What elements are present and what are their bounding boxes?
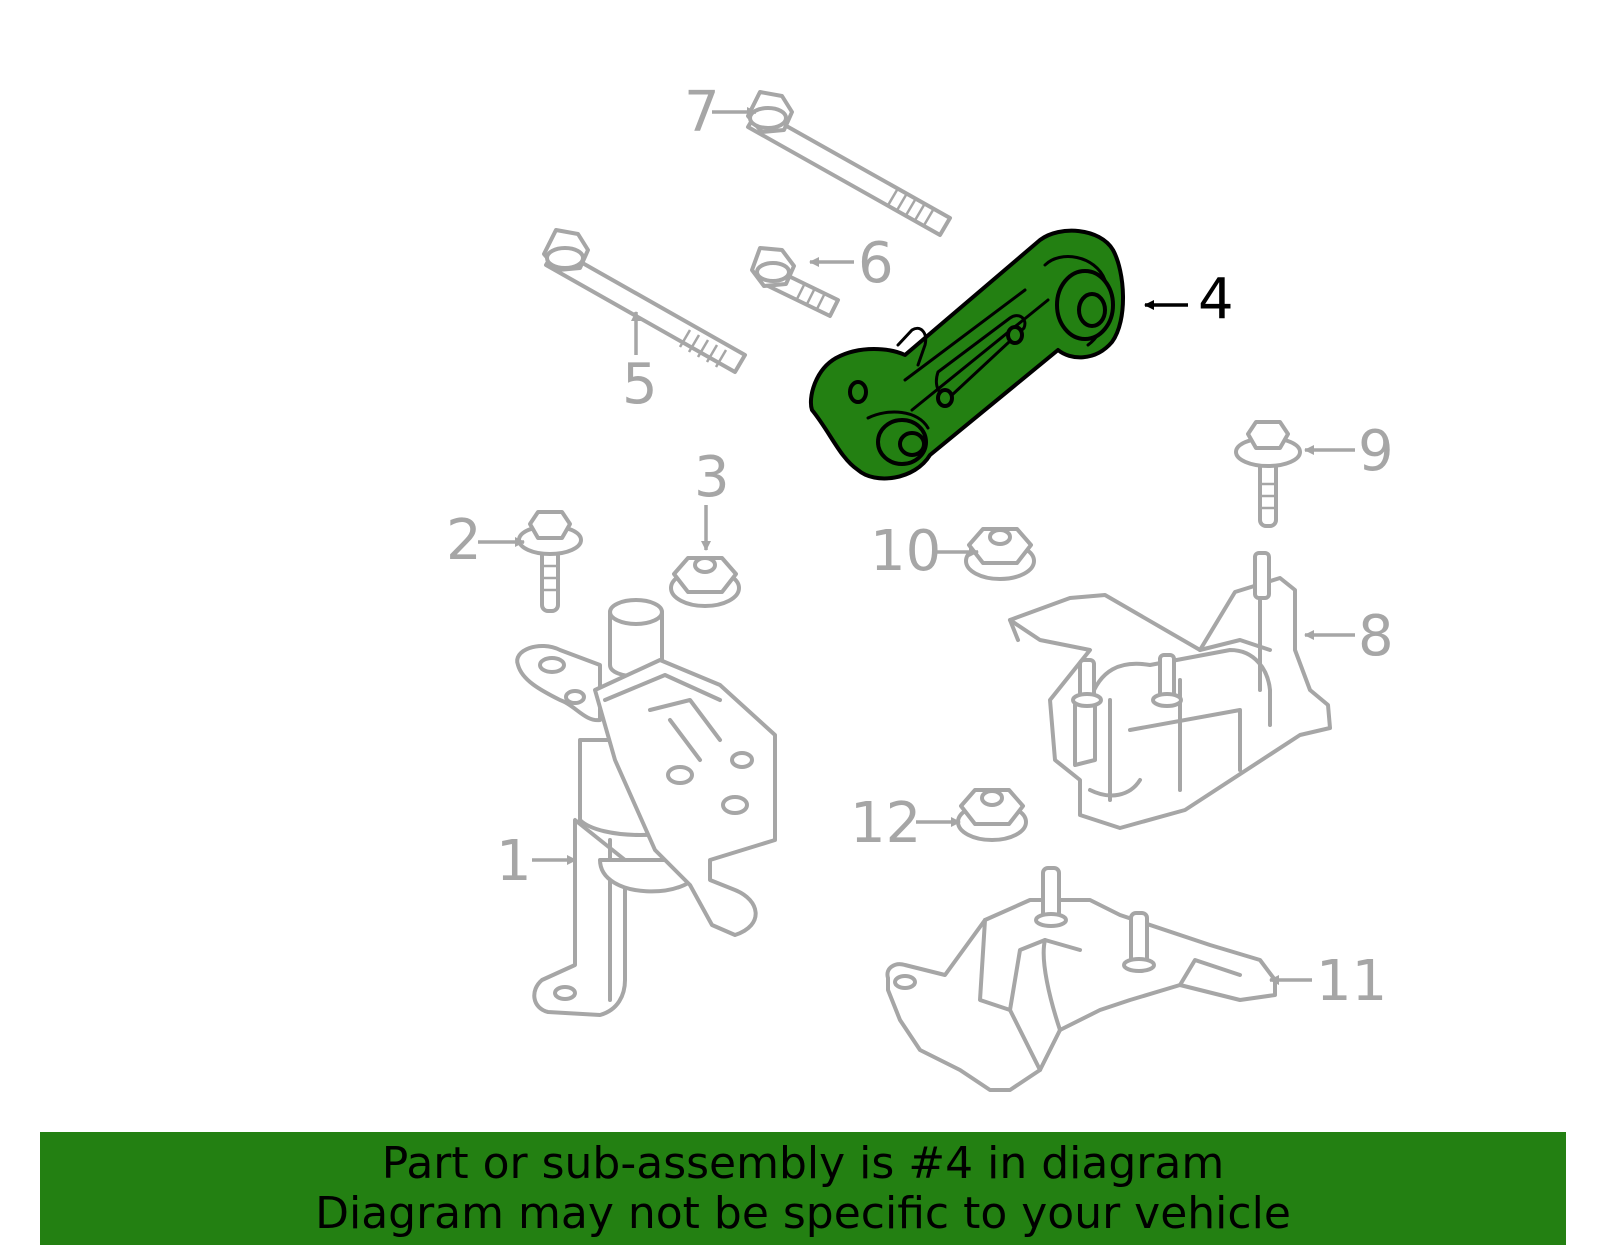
callout-labels: 7 6 4 5 3 2 10 9 8 12 1 11: [446, 80, 1394, 1014]
callout-4[interactable]: 4: [1198, 267, 1234, 332]
callout-7: 7: [684, 80, 720, 145]
callout-5: 5: [622, 352, 658, 417]
part-7-long-bolt[interactable]: [746, 90, 952, 237]
part-6-short-bolt[interactable]: [750, 246, 840, 318]
callout-12: 12: [850, 791, 921, 856]
callout-2: 2: [446, 508, 482, 573]
callout-3: 3: [694, 445, 730, 510]
info-banner: Part or sub-assembly is #4 in diagram Di…: [40, 1132, 1566, 1245]
part-9-bolt[interactable]: [1234, 420, 1302, 528]
part-1-engine-mount[interactable]: [515, 598, 777, 1017]
part-12-nut[interactable]: [956, 788, 1028, 842]
callout-8: 8: [1358, 604, 1394, 669]
banner-line-disclaimer: Diagram may not be specific to your vehi…: [315, 1187, 1291, 1239]
part-10-nut[interactable]: [964, 527, 1036, 581]
part-3-nut[interactable]: [669, 556, 741, 608]
callout-arrows: [478, 107, 1355, 985]
part-11-lower-mount[interactable]: [885, 866, 1277, 1092]
callout-9: 9: [1358, 419, 1394, 484]
part-2-bolt[interactable]: [517, 510, 583, 613]
callout-10: 10: [870, 519, 941, 584]
callout-11: 11: [1316, 949, 1387, 1014]
part-8-transmission-mount[interactable]: [1008, 551, 1332, 830]
banner-line-part-number: Part or sub-assembly is #4 in diagram: [381, 1137, 1225, 1189]
part-5-long-bolt[interactable]: [542, 228, 747, 374]
callout-6: 6: [858, 231, 894, 296]
callout-1: 1: [496, 829, 532, 894]
part-4-torque-rod[interactable]: [808, 228, 1125, 481]
